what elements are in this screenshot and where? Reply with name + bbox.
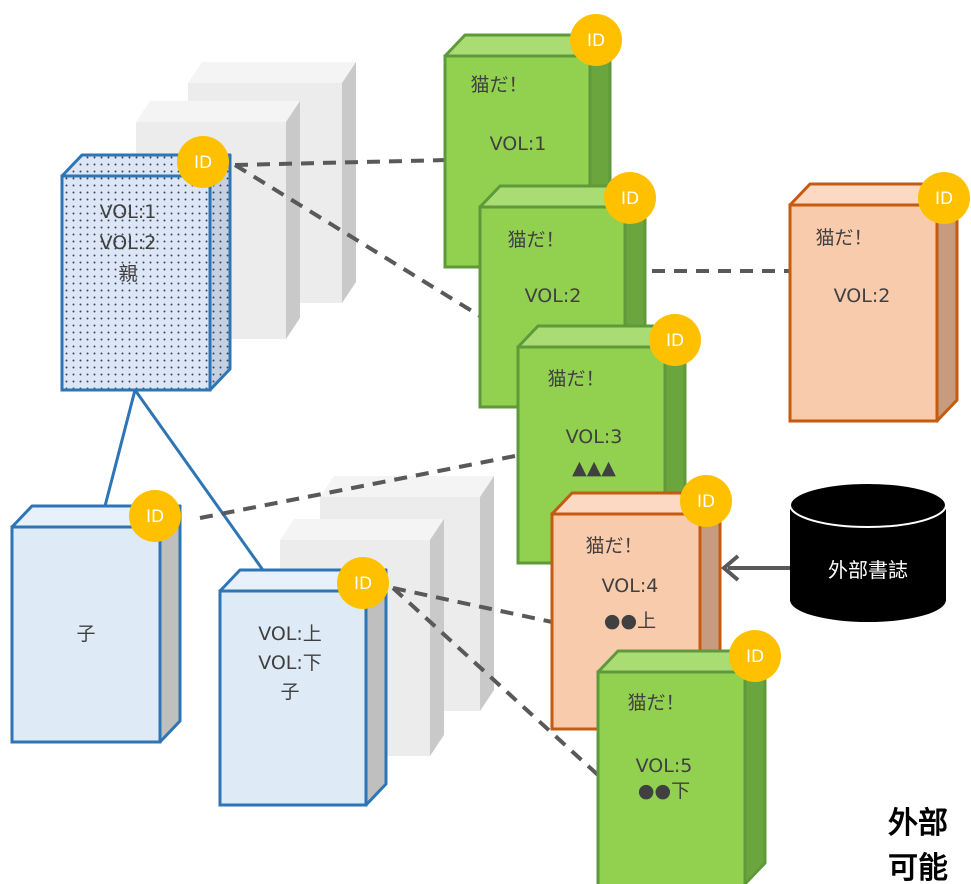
external-database-label: 外部書誌 (828, 558, 908, 582)
item2-vol: VOL:2 (525, 285, 582, 307)
item1-vol: VOL:1 (490, 133, 547, 155)
svg-text:ID: ID (354, 574, 372, 594)
hierarchy-links (102, 389, 267, 574)
id-badge-item5: ID (729, 630, 781, 682)
item5-extra: ●●下 (638, 780, 690, 802)
id-badge-child-left: ID (129, 490, 181, 542)
external-database-cylinder: 外部書誌 (789, 482, 947, 622)
svg-text:ID: ID (587, 31, 605, 51)
caption-line2: 可能 (888, 851, 948, 884)
id-badge-item4: ID (680, 475, 732, 527)
id-badge-item2: ID (604, 172, 656, 224)
caption-text: 外部 可能 (888, 806, 948, 884)
child-right-role-label: 子 (280, 681, 299, 703)
item4-extra: ●●上 (604, 610, 656, 632)
import-arrow (720, 554, 790, 582)
id-link-lines (199, 158, 790, 777)
parent-book: VOL:1 VOL:2 親 (60, 153, 232, 392)
child-left-label: 子 (76, 623, 95, 645)
item-book-vol5: 猫だ！ VOL:5 ●●下 (596, 649, 767, 884)
id-badges: ID ID ID ID ID ID ID ID (129, 14, 970, 682)
svg-text:ID: ID (621, 189, 639, 209)
svg-text:ID: ID (935, 189, 953, 209)
parent-vol1-label: VOL:1 (100, 201, 157, 223)
item5-title: 猫だ！ (627, 692, 684, 714)
id-badge-child-right: ID (337, 557, 389, 609)
item3-title: 猫だ！ (547, 368, 604, 390)
svg-text:ID: ID (697, 492, 715, 512)
item2-title: 猫だ！ (507, 229, 564, 251)
external-item-book: 猫だ！ VOL:2 (788, 182, 959, 423)
external-item-vol: VOL:2 (834, 285, 891, 307)
id-badge-item3: ID (649, 314, 701, 366)
child-right-vol-lower: VOL:下 (258, 652, 322, 674)
external-item-title: 猫だ！ (815, 227, 872, 249)
child-right-vol-upper: VOL:上 (258, 623, 322, 645)
svg-text:ID: ID (746, 647, 764, 667)
item3-extra: ▲▲▲ (572, 457, 616, 479)
svg-text:ID: ID (146, 507, 164, 527)
id-badge-external-item: ID (918, 172, 970, 224)
item4-title: 猫だ！ (585, 535, 642, 557)
caption-line1: 外部 (888, 806, 948, 841)
parent-vol2-label: VOL:2 (100, 232, 157, 254)
svg-text:ID: ID (666, 331, 684, 351)
parent-role-label: 親 (118, 263, 137, 285)
svg-text:ID: ID (194, 153, 212, 173)
item1-title: 猫だ！ (470, 74, 527, 96)
item3-vol: VOL:3 (566, 426, 623, 448)
item4-vol: VOL:4 (602, 575, 659, 597)
id-badge-item1: ID (570, 14, 622, 66)
item5-vol: VOL:5 (636, 755, 693, 777)
child-book-right: VOL:上 VOL:下 子 (218, 568, 388, 807)
id-badge-parent: ID (177, 136, 229, 188)
